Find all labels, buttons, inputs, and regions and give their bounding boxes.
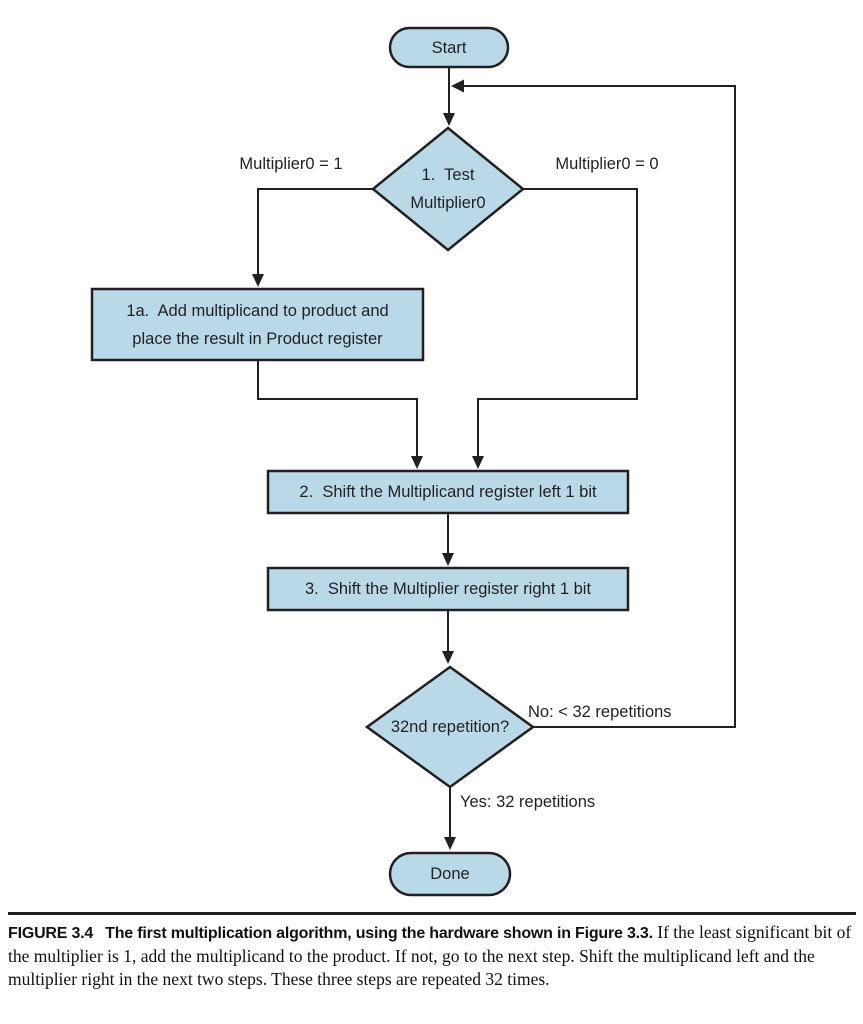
- test-label-line1: 1. Test: [421, 166, 475, 184]
- edge-add-to-shift-left: [257, 360, 418, 456]
- start-oval: [388, 26, 510, 69]
- figure-caption: FIGURE 3.4 The first multiplication algor…: [8, 921, 858, 991]
- arrowhead-into-add: [252, 274, 264, 287]
- arrowhead-left-into-shift-left: [411, 456, 423, 469]
- arrowhead-right-into-shift-left: [472, 456, 484, 469]
- edge-label-no: No: < 32 repetitions: [528, 703, 672, 721]
- shift-right-box: [266, 566, 630, 612]
- test-diamond: [371, 126, 525, 252]
- repetition-diamond: [364, 665, 536, 789]
- figure-caption-body: If the least significant bit of the mult…: [8, 922, 852, 989]
- done-label: Done: [430, 865, 470, 883]
- edge-test-to-shift-left: [477, 188, 638, 456]
- arrowhead-into-test: [443, 113, 455, 126]
- edge-no-loop-back: [463, 85, 736, 728]
- shift-left-box: [266, 469, 630, 515]
- caption-divider: [8, 912, 856, 915]
- done-oval: [388, 851, 512, 897]
- repetition-label: 32nd repetition?: [390, 718, 510, 736]
- add-label-line2: place the result in Product register: [132, 329, 383, 348]
- edge-label-multiplier0-eq-1: Multiplier0 = 1: [239, 155, 343, 173]
- edge-test-to-add: [257, 188, 373, 274]
- arrowhead-into-repetition: [442, 651, 454, 664]
- test-label-line2: Multiplier0: [410, 194, 486, 212]
- add-label: 1a. Add multiplicand to product and plac…: [92, 289, 423, 360]
- arrowhead-loop-join: [451, 79, 464, 93]
- start-label: Start: [431, 38, 467, 57]
- test-label: 1. Test Multiplier0: [373, 128, 523, 250]
- arrowhead-into-shift-right: [442, 553, 454, 566]
- figure-title: The first multiplication algorithm, usin…: [105, 925, 653, 942]
- add-label-line1: 1a. Add multiplicand to product and: [126, 301, 389, 320]
- shift-right-label: 3. Shift the Multiplier register right 1…: [304, 580, 592, 598]
- add-box: [90, 287, 425, 362]
- edge-label-multiplier0-eq-0: Multiplier0 = 0: [555, 155, 659, 173]
- edge-label-yes: Yes: 32 repetitions: [460, 793, 596, 811]
- figure-number: FIGURE 3.4: [8, 925, 94, 942]
- shift-left-label: 2. Shift the Multiplicand register left …: [299, 483, 597, 501]
- arrowhead-into-done: [444, 837, 456, 850]
